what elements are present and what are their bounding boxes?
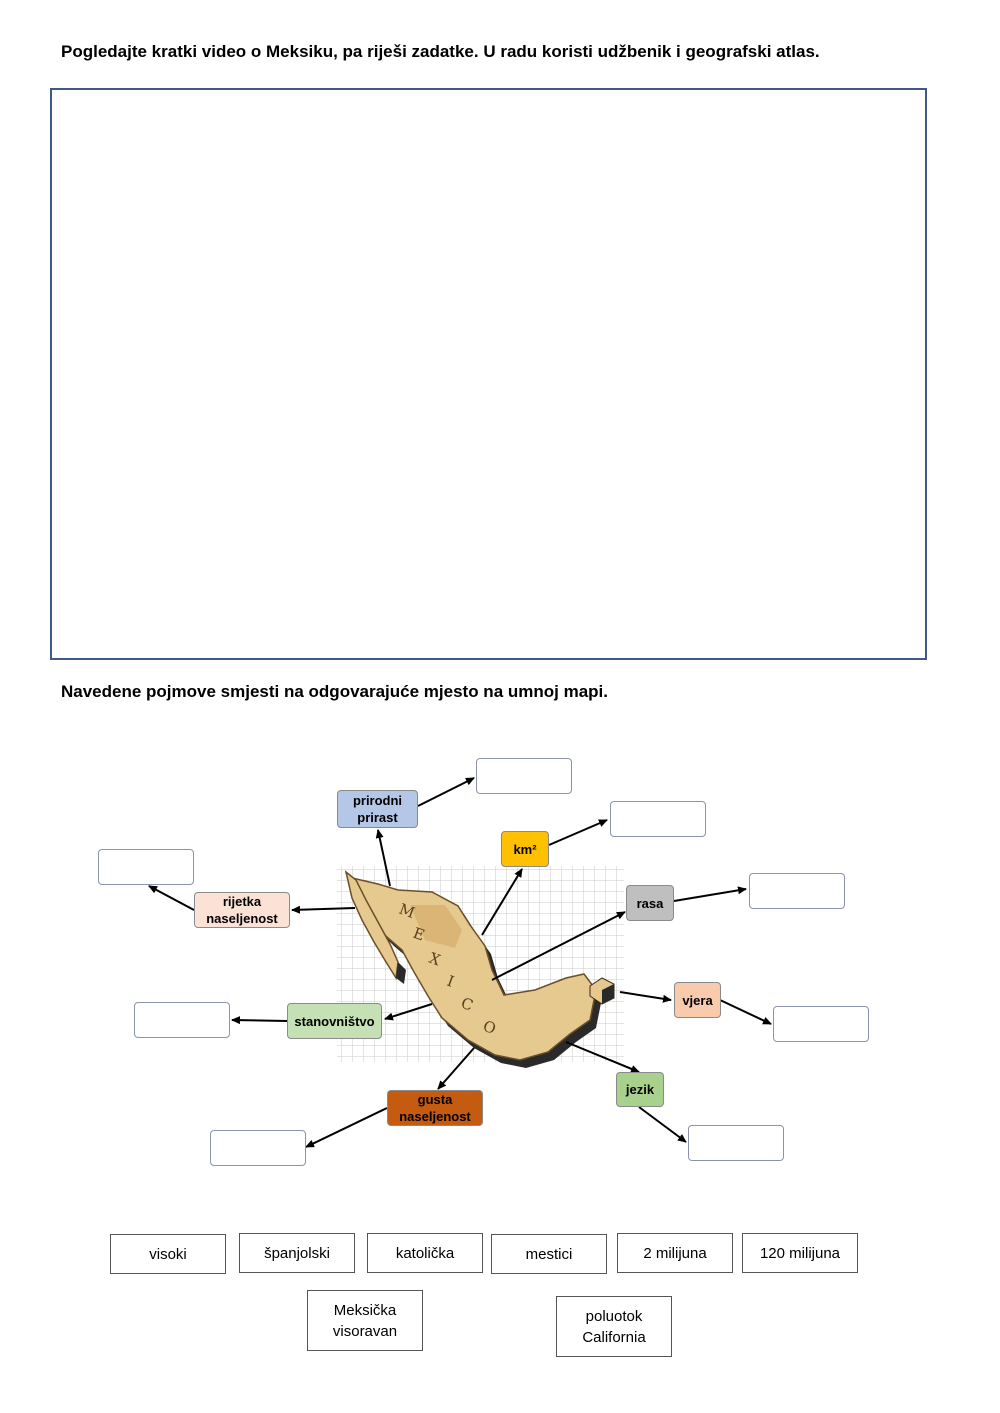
- drop-box-rasa[interactable]: [749, 873, 845, 909]
- video-frame[interactable]: [50, 88, 927, 660]
- svg-text:M: M: [397, 900, 418, 922]
- word-chip[interactable]: 2 milijuna: [617, 1233, 733, 1273]
- drop-box-km2[interactable]: [610, 801, 706, 837]
- word-chip[interactable]: španjolski: [239, 1233, 355, 1273]
- drop-box-stanovnistvo[interactable]: [134, 1002, 230, 1038]
- drop-box-jezik[interactable]: [688, 1125, 784, 1161]
- label-jezik: jezik: [616, 1072, 664, 1107]
- word-chip[interactable]: visoki: [110, 1234, 226, 1274]
- map-instruction: Navedene pojmove smjesti na odgovarajuće…: [61, 682, 608, 701]
- drop-box-vjera[interactable]: [773, 1006, 869, 1042]
- label-stanovnistvo: stanovništvo: [287, 1003, 382, 1039]
- drop-box-gusta-naseljenost[interactable]: [210, 1130, 306, 1166]
- label-vjera: vjera: [674, 982, 721, 1018]
- word-chip[interactable]: poluotok California: [556, 1296, 672, 1357]
- drop-box-rijetka-naseljenost[interactable]: [98, 849, 194, 885]
- word-chip[interactable]: katolička: [367, 1233, 483, 1273]
- word-chip[interactable]: 120 milijuna: [742, 1233, 858, 1273]
- label-gusta-naseljenost: gusta naseljenost: [387, 1090, 483, 1126]
- word-chip[interactable]: mestici: [491, 1234, 607, 1274]
- connector-arrows: [148, 777, 772, 1148]
- word-chip[interactable]: Meksička visoravan: [307, 1290, 423, 1351]
- svg-text:I: I: [445, 972, 457, 991]
- drop-box-prirodni-prirast[interactable]: [476, 758, 572, 794]
- label-rijetka-naseljenost: rijetka naseljenost: [194, 892, 290, 928]
- label-km2: km²: [501, 831, 549, 867]
- label-prirodni-prirast: prirodni prirast: [337, 790, 418, 828]
- mexico-map-image: M E X I C O: [344, 870, 615, 1068]
- video-instruction: Pogledajte kratki video o Meksiku, pa ri…: [61, 42, 820, 61]
- label-rasa: rasa: [626, 885, 674, 921]
- svg-text:O: O: [481, 1017, 499, 1038]
